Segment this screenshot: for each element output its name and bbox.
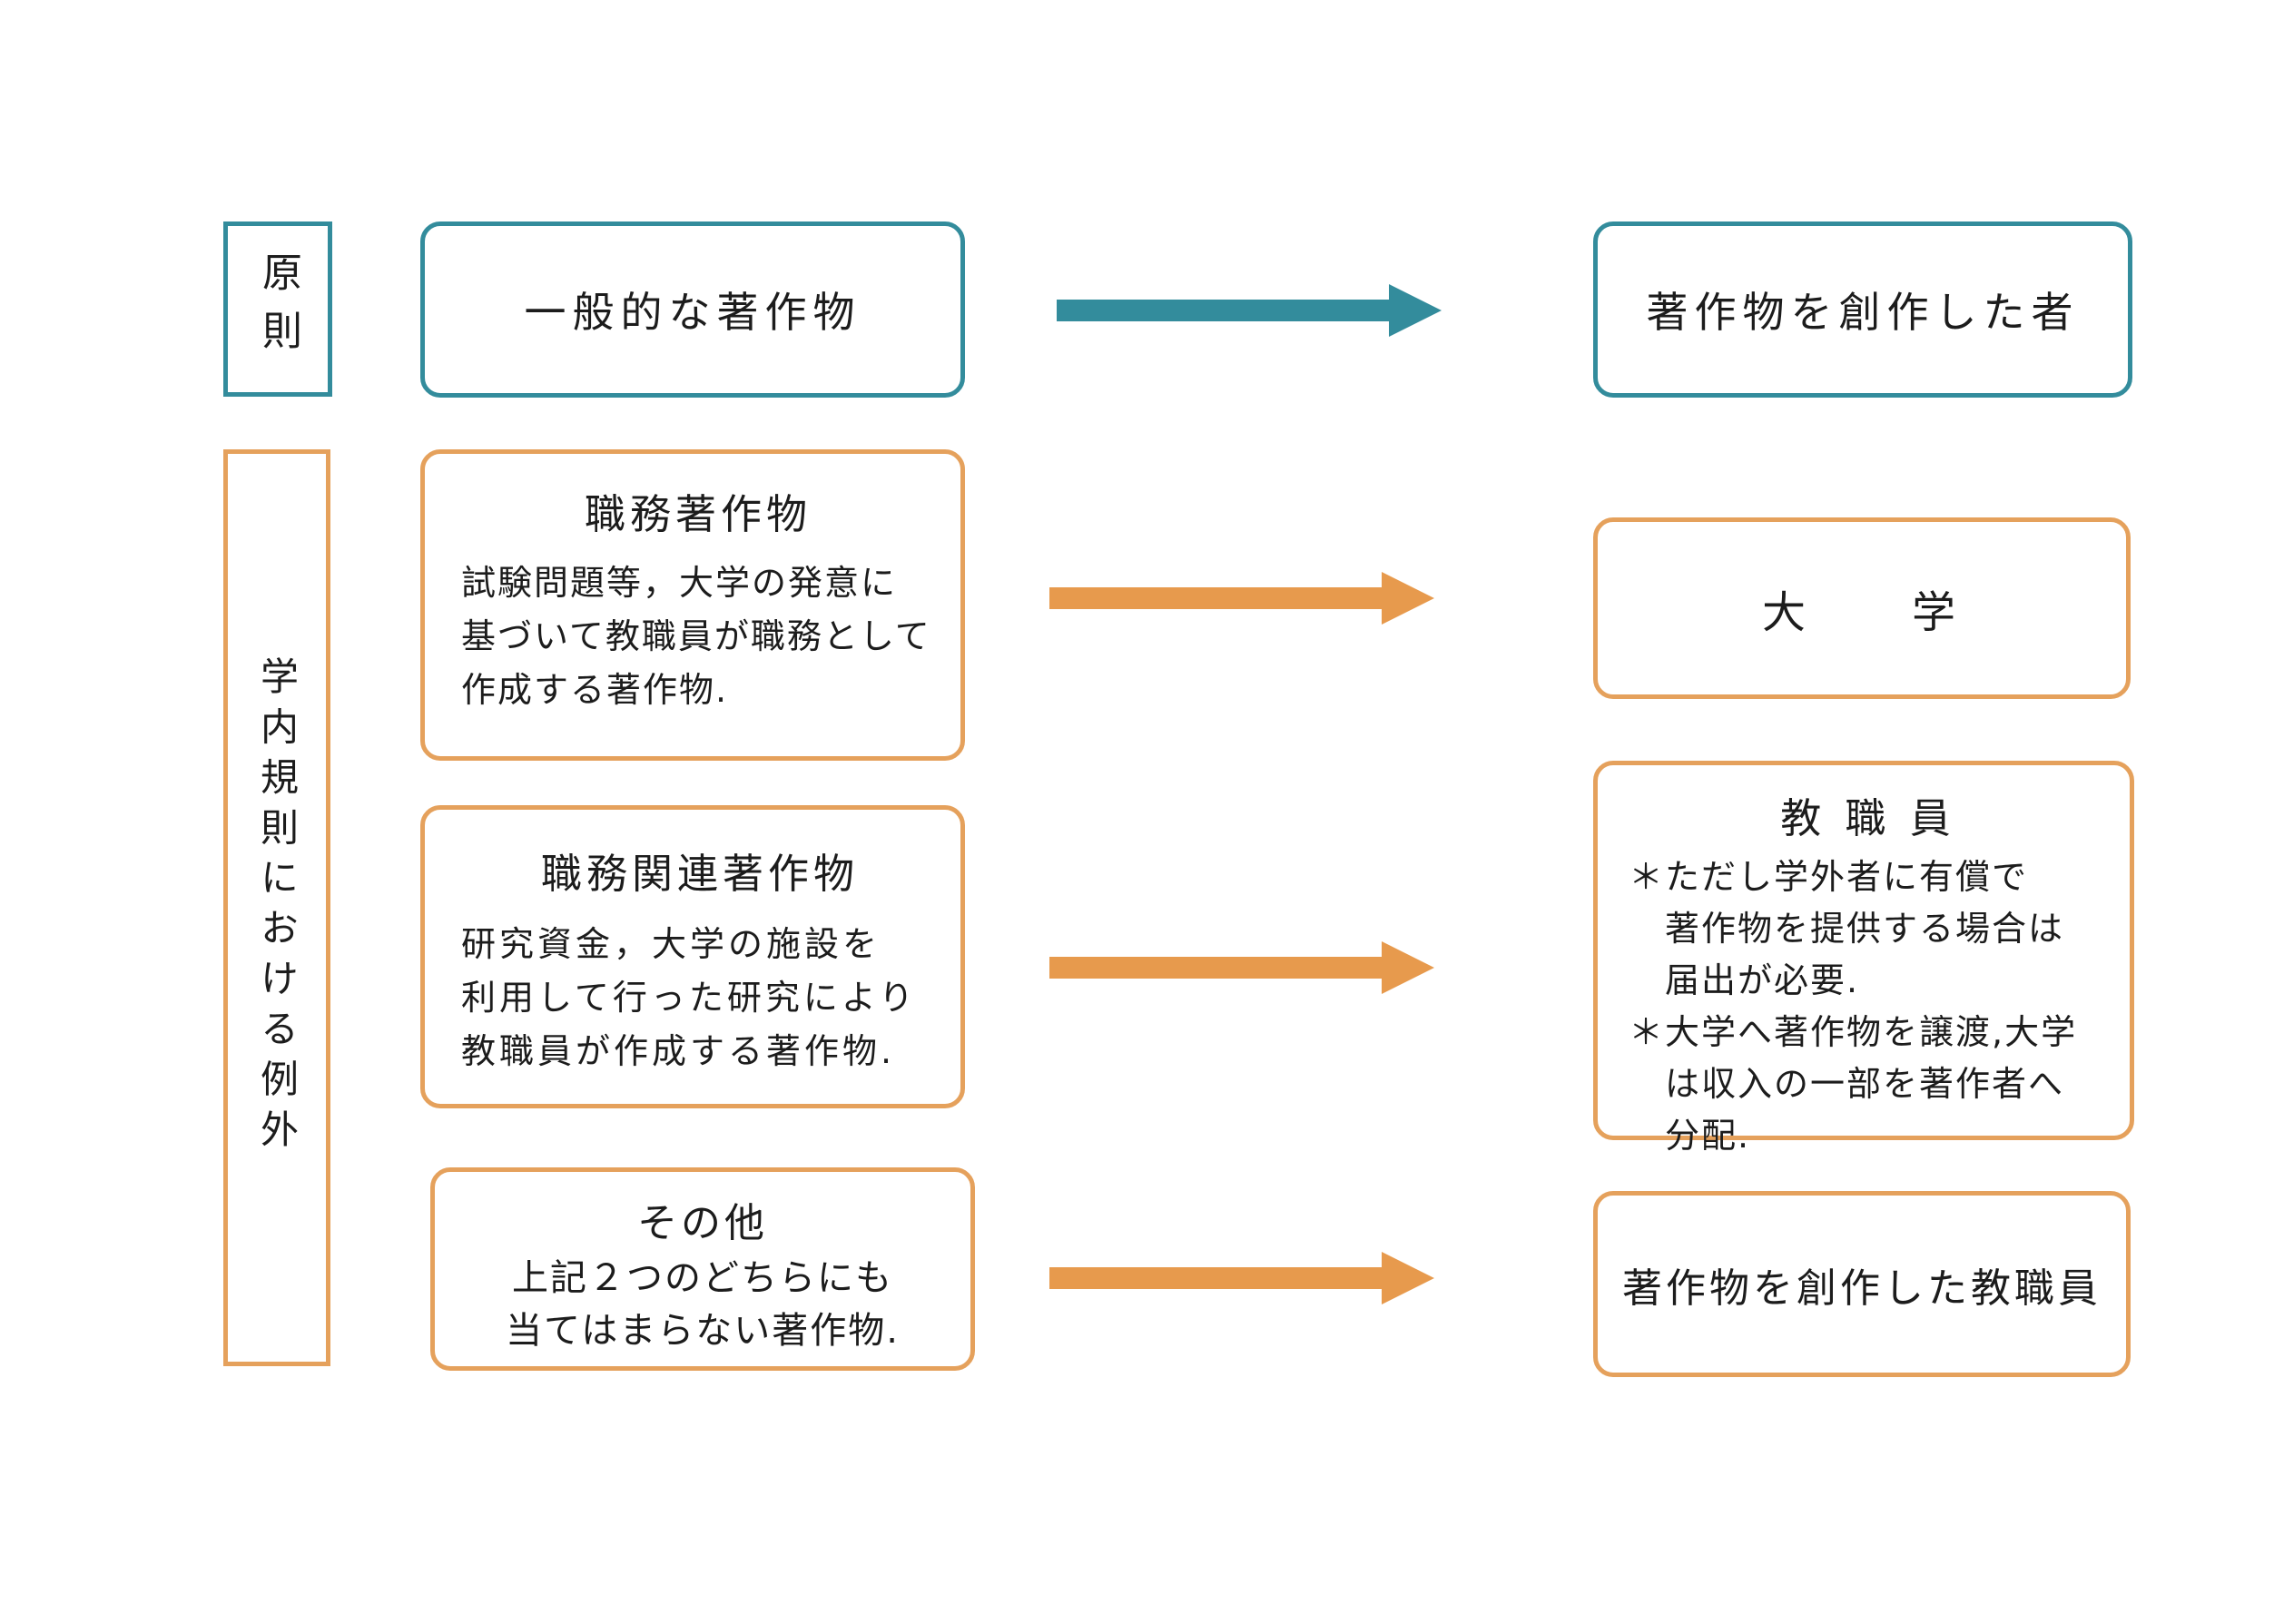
exception-side-label: 学内規則における例外 — [223, 449, 330, 1366]
exception-arrow-1-icon — [1049, 572, 1434, 625]
work-for-hire-description: 試験問題等，大学の発意に 基づいて教職員が職務として 作成する著作物. — [461, 563, 931, 710]
work-related-box: 職務関連著作物 研究資金，大学の施設を 利用して行った研究により 教職員が作成す… — [420, 805, 965, 1108]
work-related-title: 職務関連著作物 — [540, 850, 859, 898]
general-work-label: 一般的な著作物 — [524, 288, 861, 337]
creating-faculty-label: 著作物を創作した教職員 — [1622, 1265, 2102, 1312]
general-work-box: 一般的な著作物 — [420, 221, 965, 398]
faculty-staff-title: 教 職 員 — [1780, 794, 1956, 842]
arrow-head — [1382, 941, 1434, 994]
creating-faculty-box: 著作物を創作した教職員 — [1593, 1191, 2131, 1377]
principle-side-label: 原則 — [223, 221, 332, 397]
other-works-box: その他 上記２つのどちらにも 当てはまらない著作物. — [430, 1167, 975, 1371]
arrow-shaft — [1049, 957, 1382, 979]
creator-box: 著作物を創作した者 — [1593, 221, 2132, 398]
arrow-shaft — [1049, 1267, 1382, 1289]
work-for-hire-box: 職務著作物 試験問題等，大学の発意に 基づいて教職員が職務として 作成する著作物… — [420, 449, 965, 761]
faculty-staff-box: 教 職 員 ＊ただし学外者に有償で 著作物を提供する場合は 届出が必要. ＊大学… — [1593, 761, 2134, 1156]
other-works-description: 上記２つのどちらにも 当てはまらない著作物. — [506, 1257, 900, 1352]
faculty-staff-notes: ＊ただし学外者に有償で 著作物を提供する場合は 届出が必要. ＊大学へ著作物を譲… — [1629, 857, 2078, 1156]
exception-arrow-2-icon — [1049, 941, 1434, 994]
university-box: 大 学 — [1593, 517, 2131, 699]
arrow-head — [1389, 284, 1442, 337]
exception-arrow-3-icon — [1049, 1252, 1434, 1304]
university-label: 大 学 — [1761, 587, 1962, 638]
principle-arrow-icon — [1057, 284, 1442, 337]
arrow-shaft — [1057, 300, 1389, 321]
creator-label: 著作物を創作した者 — [1646, 288, 2080, 337]
work-related-description: 研究資金，大学の施設を 利用して行った研究により 教職員が作成する著作物. — [461, 924, 918, 1071]
other-works-title: その他 — [637, 1200, 768, 1246]
arrow-shaft — [1049, 587, 1382, 609]
arrow-head — [1382, 1252, 1434, 1304]
work-for-hire-title: 職務著作物 — [584, 490, 812, 538]
arrow-head — [1382, 572, 1434, 625]
